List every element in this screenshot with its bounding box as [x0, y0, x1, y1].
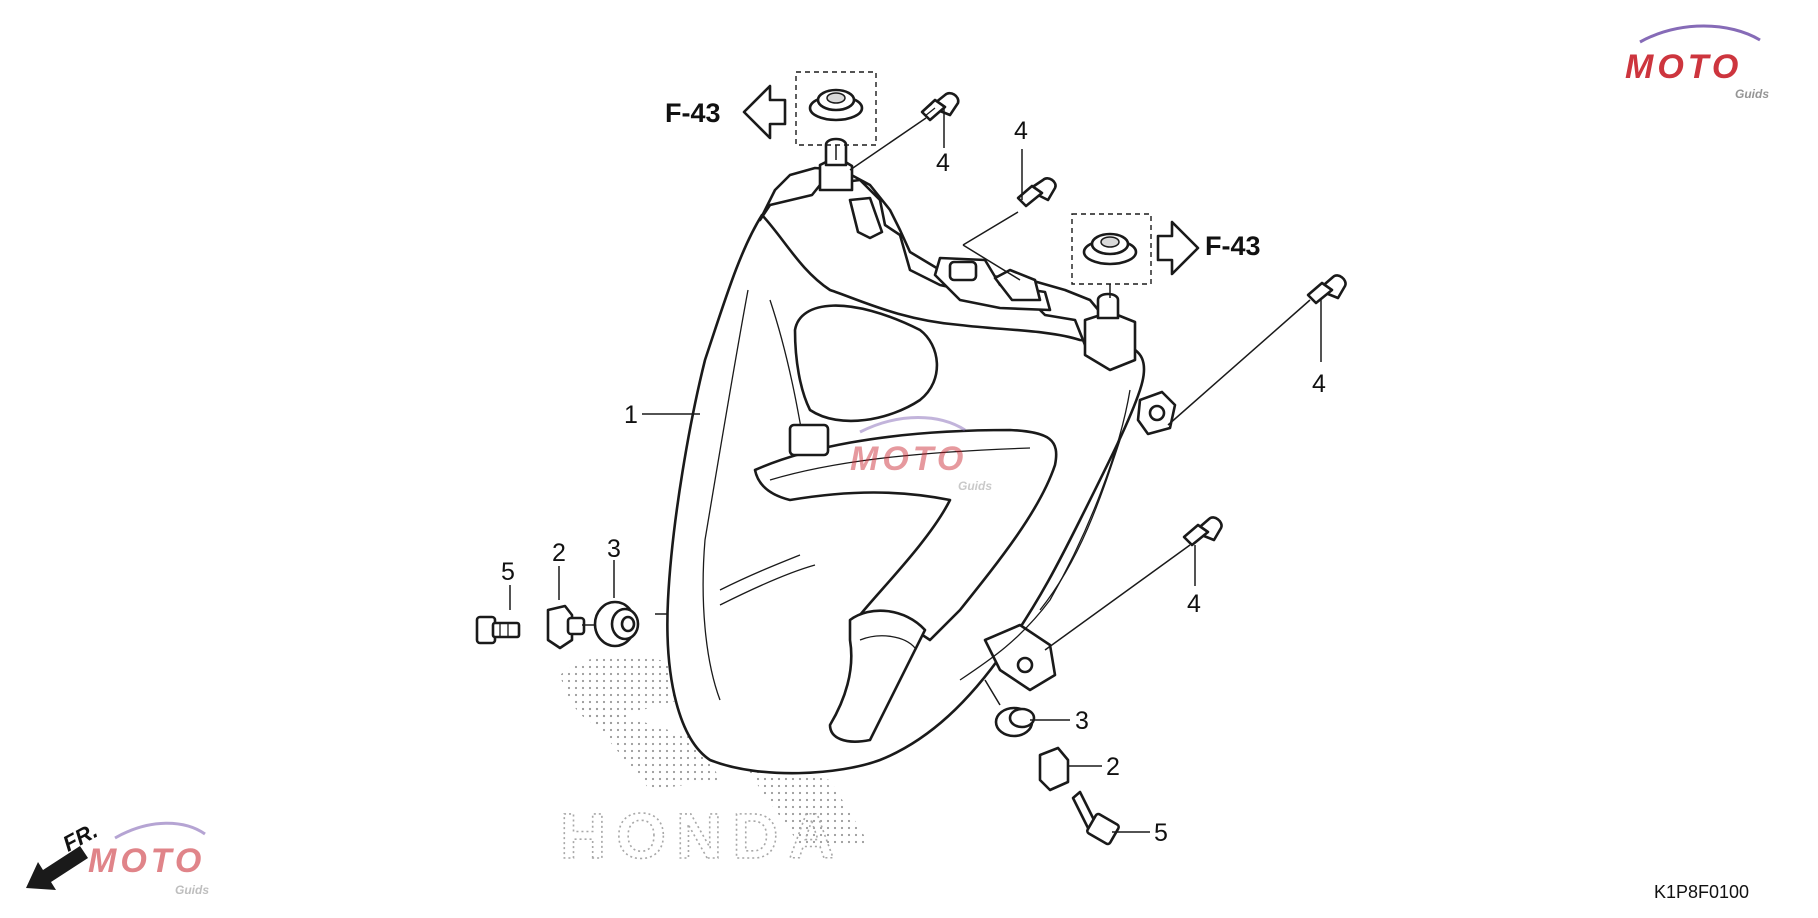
callout-5-right: 5 [1154, 819, 1168, 847]
headlight-housing [758, 137, 1177, 692]
ref-arrow-right[interactable]: F-43 [1156, 220, 1261, 276]
callout-4-mid: 4 [1014, 117, 1028, 145]
bolt-5-right[interactable] [1071, 790, 1120, 846]
ref-label-left: F-43 [665, 98, 721, 128]
bolt-5-left[interactable] [475, 615, 521, 645]
callout-5-left: 5 [501, 558, 515, 586]
callout-3-right: 3 [1075, 707, 1089, 735]
callout-2-right: 2 [1106, 753, 1120, 781]
watermark-logo-bottom-left: MOTO Guids [88, 821, 209, 897]
callout-1: 1 [624, 401, 638, 429]
callout-4-right: 4 [1312, 370, 1326, 398]
watermark-brand-bottom: MOTO [88, 842, 205, 880]
ref-arrow-left[interactable]: F-43 [665, 84, 787, 140]
grommet-ref-right [1071, 213, 1152, 285]
brand-mark-text: HONDA [560, 800, 845, 872]
watermark-logo-center: MOTO Guids [850, 416, 992, 493]
diagram-code: K1P8F0100 [1654, 882, 1749, 902]
callout-4-lower: 4 [1187, 590, 1201, 618]
collar-2-left[interactable] [546, 604, 586, 650]
grommet-3-right[interactable] [994, 706, 1036, 738]
collar-2-right[interactable] [1038, 746, 1070, 792]
grommet-3-left[interactable] [593, 600, 640, 648]
screw-4-lower[interactable] [1182, 516, 1223, 547]
front-arrow-icon [26, 846, 88, 890]
ref-label-right: F-43 [1205, 231, 1261, 261]
watermark-logo-top-right: MOTO Guids [1625, 24, 1769, 101]
watermark-sub-bottom: Guids [175, 883, 209, 897]
grommet-ref-left [795, 71, 877, 146]
watermark-sub-center: Guids [958, 479, 992, 493]
callout-4-top: 4 [936, 149, 950, 177]
screw-4-right[interactable] [1306, 274, 1347, 305]
watermark-sub-top: Guids [1735, 87, 1769, 101]
screw-4-mid[interactable] [1016, 177, 1057, 208]
callout-3-left: 3 [607, 535, 621, 563]
screw-4-top[interactable] [920, 91, 960, 122]
callout-2-left: 2 [552, 539, 566, 567]
watermark-brand-top: MOTO [1625, 48, 1742, 86]
watermark-brand-center: MOTO [850, 440, 967, 478]
leader-lines [509, 108, 1322, 833]
